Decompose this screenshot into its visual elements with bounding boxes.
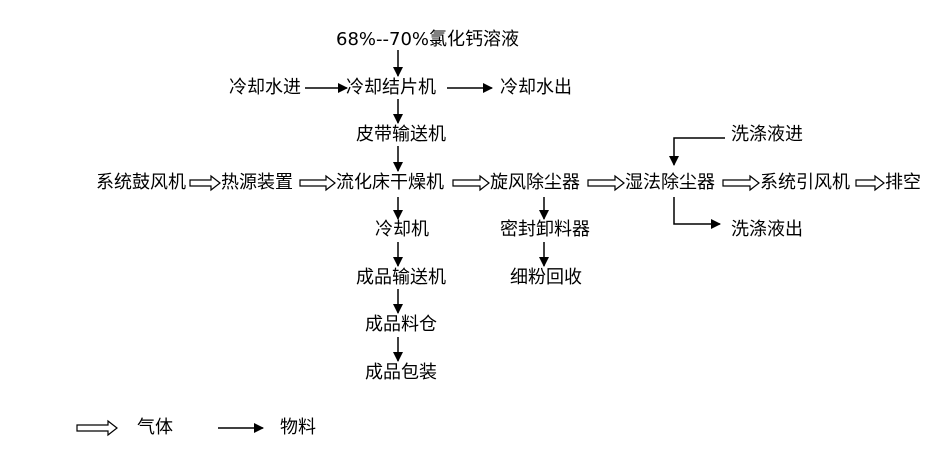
arrow-cyclone-to-scrubber (587, 174, 625, 192)
node-product-conveyor: 成品输送机 (356, 267, 446, 288)
node-fines-recovery: 细粉回收 (510, 267, 582, 288)
node-product-packing: 成品包装 (365, 362, 437, 383)
node-flaker: 冷却结片机 (346, 77, 436, 98)
node-wet-scrubber: 湿法除尘器 (625, 172, 715, 193)
arrow-wash-out (673, 197, 721, 229)
node-wash-in: 洗涤液进 (731, 124, 803, 145)
node-belt-conveyor: 皮带输送机 (356, 124, 446, 145)
node-product-silo: 成品料仓 (365, 314, 437, 335)
arrow-dryer-to-cyclone (452, 174, 490, 192)
node-cooling-water-out: 冷却水出 (500, 77, 572, 98)
node-blower: 系统鼓风机 (96, 172, 186, 193)
legend-gas-label: 气体 (137, 417, 173, 438)
legend-material-label: 物料 (280, 417, 316, 438)
node-wash-out: 洗涤液出 (731, 219, 803, 240)
node-induced-fan: 系统引风机 (760, 172, 850, 193)
node-cyclone: 旋风除尘器 (490, 172, 580, 193)
legend-gas-arrow (76, 419, 118, 437)
arrow-fan-to-vent (855, 174, 885, 192)
node-rotary-valve: 密封卸料器 (500, 219, 590, 240)
node-vent: 排空 (885, 172, 921, 193)
node-feed: 68%--70%氯化钙溶液 (336, 29, 520, 50)
node-cooling-water-in: 冷却水进 (229, 77, 301, 98)
node-heat-source: 热源装置 (221, 172, 293, 193)
node-fluid-bed-dryer: 流化床干燥机 (336, 172, 444, 193)
arrow-blower-to-heat (189, 174, 221, 192)
arrow-scrubber-to-fan (722, 174, 760, 192)
arrow-heat-to-dryer (299, 174, 336, 192)
node-cooler: 冷却机 (375, 219, 429, 240)
arrow-wash-in (669, 137, 725, 166)
